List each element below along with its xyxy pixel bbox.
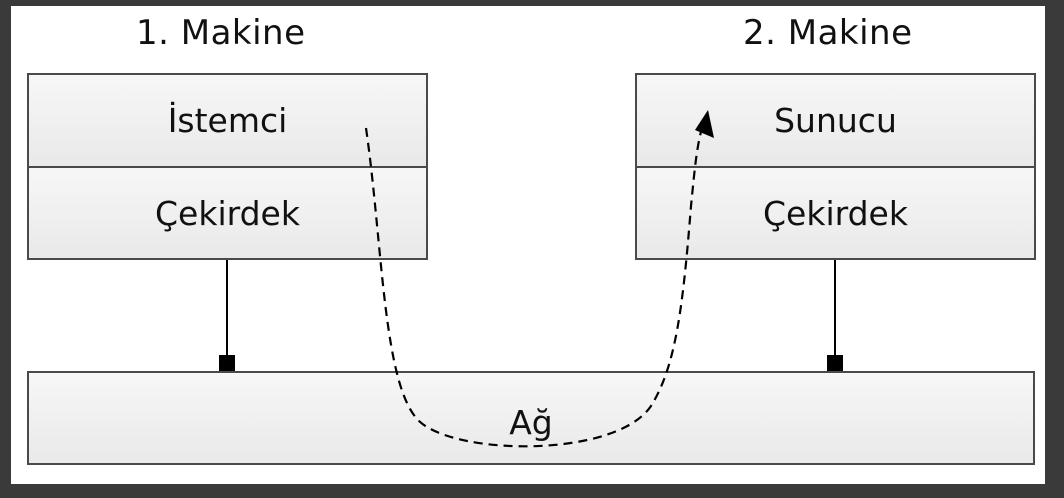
network-layer: Ağ (27, 371, 1035, 465)
network-label: Ağ (509, 402, 553, 442)
machine1-client-layer: İstemci (27, 73, 428, 168)
machine1-client-label: İstemci (167, 101, 288, 140)
machine2-network-port (827, 355, 843, 371)
machine2-title: 2. Makine (743, 13, 913, 53)
machine1-network-port (219, 355, 235, 371)
machine1-title: 1. Makine (136, 13, 306, 53)
machine2-kernel-layer: Çekirdek (635, 166, 1036, 260)
machine2-server-label: Sunucu (774, 101, 897, 140)
machine1-network-link (226, 260, 228, 356)
machine1-kernel-label: Çekirdek (155, 193, 300, 233)
machine1-kernel-layer: Çekirdek (27, 166, 428, 260)
arrowhead-icon (695, 110, 714, 138)
message-flow-arrow (364, 110, 714, 448)
machine2-network-link (834, 260, 836, 356)
diagram-canvas: 1. Makine İstemci Çekirdek 2. Makine Sun… (11, 6, 1045, 484)
machine2-kernel-label: Çekirdek (763, 193, 908, 233)
message-flow-path (364, 117, 707, 448)
